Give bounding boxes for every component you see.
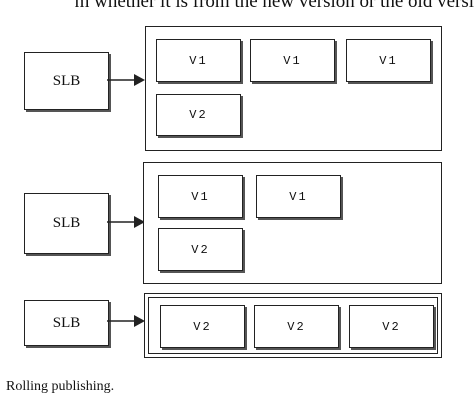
- server-box-v2: V2: [158, 228, 243, 271]
- arrow-stage-3: [107, 315, 145, 327]
- server-box-v2: V2: [160, 305, 245, 348]
- server-box-v1: V1: [250, 39, 335, 82]
- server-box-v1: V1: [346, 39, 431, 82]
- server-group-stage-3: V2 V2 V2: [144, 293, 442, 358]
- server-box-v2: V2: [254, 305, 339, 348]
- server-box-v2: V2: [156, 94, 241, 136]
- server-group-stage-2: V1 V1 V2: [143, 162, 442, 284]
- truncated-header-text: m whether it is from the new version or …: [74, 0, 474, 12]
- server-box-v1: V1: [156, 39, 241, 82]
- server-box-v1: V1: [256, 175, 341, 218]
- slb-box-stage-2: SLB: [24, 193, 109, 254]
- arrow-stage-1: [107, 74, 145, 86]
- arrow-stage-2: [107, 216, 145, 228]
- figure-caption: Rolling publishing.: [6, 379, 115, 394]
- server-box-v2: V2: [349, 305, 434, 348]
- server-box-v1: V1: [158, 175, 243, 218]
- slb-box-stage-3: SLB: [24, 300, 109, 346]
- slb-box-stage-1: SLB: [24, 52, 109, 110]
- server-group-stage-1: V1 V1 V1 V2: [145, 26, 442, 151]
